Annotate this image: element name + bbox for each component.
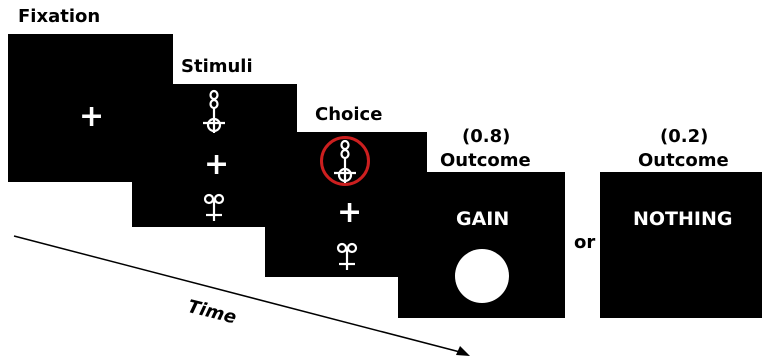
nothing-outcome-screen: NOTHING [600, 172, 762, 318]
fixation-label: Fixation [18, 6, 101, 27]
gain-probability: (0.8) [462, 126, 511, 147]
gain-text: GAIN [456, 208, 510, 230]
gain-outcome-label: Outcome [440, 150, 531, 171]
ornate-glyph-b-icon [203, 193, 225, 221]
stimuli-label: Stimuli [181, 56, 253, 77]
stimuli-fixation-cross: + [204, 147, 230, 182]
gain-reward-circle [455, 249, 509, 303]
choice-highlight-circle [320, 136, 370, 186]
fixation-cross: + [79, 99, 105, 134]
nothing-probability: (0.2) [660, 126, 709, 147]
ornate-glyph-b-icon [336, 242, 358, 270]
gain-outcome-screen: GAIN [398, 172, 565, 318]
nothing-text: NOTHING [633, 208, 733, 230]
ornate-glyph-a-icon [334, 139, 356, 183]
choice-fixation-cross: + [337, 195, 363, 230]
ornate-glyph-a-icon [203, 89, 225, 133]
choice-label: Choice [315, 104, 383, 125]
nothing-outcome-label: Outcome [638, 150, 729, 171]
or-label: or [574, 232, 596, 253]
